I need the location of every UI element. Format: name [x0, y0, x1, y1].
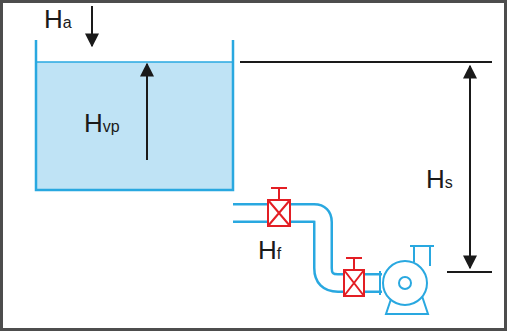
level-line — [447, 271, 492, 273]
pump — [380, 246, 434, 314]
tank — [36, 40, 233, 190]
valve-symbol — [344, 258, 364, 296]
valve-symbol — [268, 188, 290, 226]
symbol-label: Hf — [258, 237, 281, 263]
symbol-label: Hs — [426, 166, 453, 192]
symbol-label: Ha — [44, 6, 72, 32]
symbol-label: Hvp — [84, 110, 120, 136]
level-line — [240, 61, 492, 63]
liquid-surface — [36, 61, 233, 63]
liquid — [36, 62, 233, 190]
pressure-arrow — [146, 64, 148, 160]
dimension-line — [469, 66, 471, 268]
pressure-arrow — [91, 6, 93, 46]
